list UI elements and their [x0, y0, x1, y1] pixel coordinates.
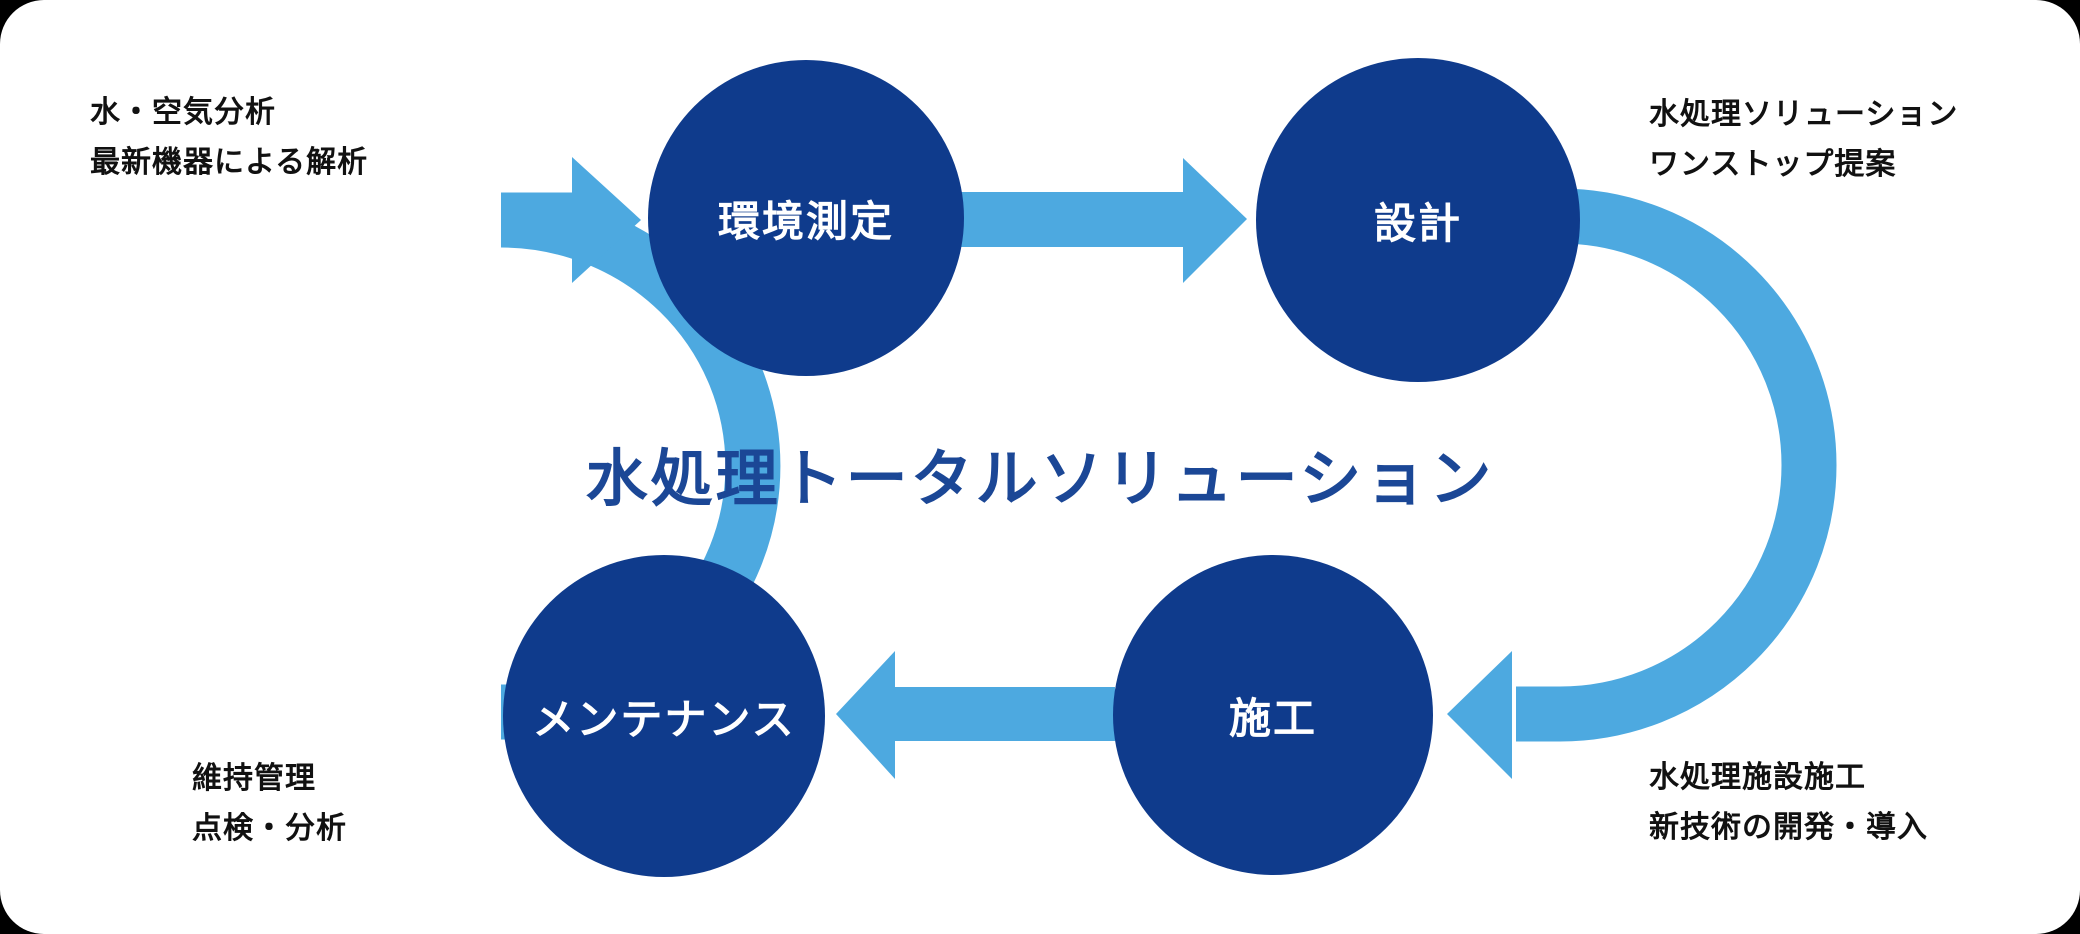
annotation-line: 点検・分析 — [192, 812, 347, 845]
annotation-design: 水処理ソリューション ワンストップ提案 — [1649, 90, 1958, 190]
annotation-line: 水・空気分析 — [90, 96, 276, 129]
step-label-design: 設計 — [1373, 199, 1462, 247]
arrowhead-into-design-icon — [1183, 158, 1247, 283]
annotation-maintenance: 維持管理 点検・分析 — [192, 754, 347, 854]
arrowhead-into-construction-icon — [1447, 651, 1512, 779]
annotation-line: 新技術の開発・導入 — [1649, 811, 1928, 844]
step-circle-design: 設計 — [1256, 58, 1580, 382]
straight-arrow-construction-to-maintenance — [893, 687, 1115, 741]
annotation-line: 維持管理 — [192, 762, 316, 795]
annotation-line: 水処理ソリューション — [1649, 98, 1959, 131]
diagram-title: 水処理トータルソリューション — [585, 445, 1495, 514]
curved-arrow-design-to-construction — [1516, 188, 1837, 742]
annotation-construction: 水処理施設施工 新技術の開発・導入 — [1649, 753, 1928, 853]
step-circle-environmental-measurement: 環境測定 — [648, 60, 964, 376]
annotation-line: ワンストップ提案 — [1649, 148, 1897, 181]
straight-arrow-measurement-to-design — [960, 192, 1185, 247]
step-label-environmental-measurement: 環境測定 — [717, 197, 894, 245]
step-label-construction: 施工 — [1228, 694, 1317, 742]
annotation-line: 最新機器による解析 — [90, 146, 369, 179]
step-label-maintenance: メンテナンス — [532, 695, 796, 743]
arrowhead-into-measurement-icon — [572, 157, 641, 283]
annotation-line: 水処理施設施工 — [1649, 761, 1866, 794]
annotation-environmental-measurement: 水・空気分析 最新機器による解析 — [90, 88, 368, 188]
step-circle-construction: 施工 — [1113, 555, 1433, 875]
step-circle-maintenance: メンテナンス — [503, 555, 825, 877]
arrowhead-into-maintenance-icon — [836, 651, 895, 779]
